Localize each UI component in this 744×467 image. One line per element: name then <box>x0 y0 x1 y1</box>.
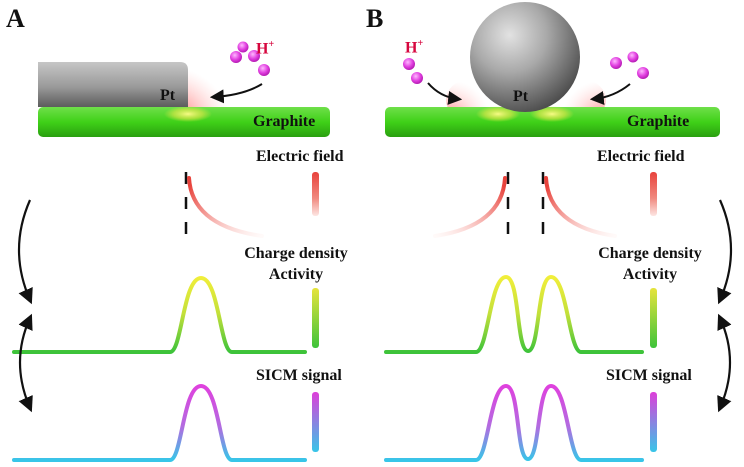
relation-arrow-b-lower <box>717 313 732 413</box>
field-curve-b-left <box>433 176 507 238</box>
graphite-substrate-b <box>385 107 720 137</box>
proton-label-b: H+ <box>405 38 424 57</box>
activity-scale-bar-b <box>650 288 657 348</box>
catalyst-label-b: Pt <box>513 88 529 105</box>
field-scale-bar-b <box>650 172 657 216</box>
panel-label-b: B <box>366 4 384 33</box>
support-label-b: Graphite <box>627 113 690 130</box>
pt-particle-a <box>38 62 188 107</box>
relation-arrow-a-lower <box>18 313 33 413</box>
relation-arrow-a-upper <box>17 199 33 305</box>
hotspot-b-right <box>530 106 574 122</box>
pt-particle-b <box>470 2 580 112</box>
proton-b-3 <box>610 57 622 69</box>
activity-curve-b <box>384 275 644 354</box>
proton-label-a: H+ <box>256 39 275 58</box>
relation-arrow-b-upper <box>717 199 733 305</box>
charge-density-label-a: Charge density <box>244 245 348 262</box>
proton-arrow-a <box>209 83 263 104</box>
proton-b-5 <box>637 67 649 79</box>
field-scale-bar-a <box>312 172 319 216</box>
hotspot-b-left <box>476 106 520 122</box>
proton-b-4 <box>627 51 639 63</box>
proton-arrow-b-right <box>589 83 631 105</box>
activity-label-a: Activity <box>268 266 324 283</box>
sicm-scale-bar-a <box>312 392 319 452</box>
proton-arrow-b-left <box>427 82 463 105</box>
sicm-scale-bar-b <box>650 392 657 452</box>
proton-a-2 <box>237 41 249 53</box>
activity-label-b: Activity <box>622 266 678 283</box>
support-label-a: Graphite <box>253 113 316 130</box>
electric-field-label-a: Electric field <box>256 148 344 165</box>
activity-curve-a <box>12 276 307 354</box>
proton-b-2 <box>411 72 423 84</box>
sicm-curve-b <box>384 384 644 462</box>
sicm-signal-label-b: SICM signal <box>606 367 692 384</box>
sicm-signal-label-a: SICM signal <box>256 367 342 384</box>
catalyst-label-a: Pt <box>160 87 176 104</box>
activity-scale-bar-a <box>312 288 319 348</box>
proton-b-1 <box>403 58 415 70</box>
panel-label-a: A <box>6 4 25 33</box>
proton-a-1 <box>230 51 242 63</box>
graphite-substrate-a <box>38 107 330 137</box>
field-curve-a <box>187 176 264 238</box>
proton-a-3 <box>248 50 260 62</box>
charge-density-label-b: Charge density <box>598 245 702 262</box>
field-curve-b-right <box>544 176 617 238</box>
hotspot-a <box>164 106 212 122</box>
sicm-curve-a <box>12 384 307 462</box>
electric-field-label-b: Electric field <box>597 148 685 165</box>
proton-a-4 <box>258 64 270 76</box>
